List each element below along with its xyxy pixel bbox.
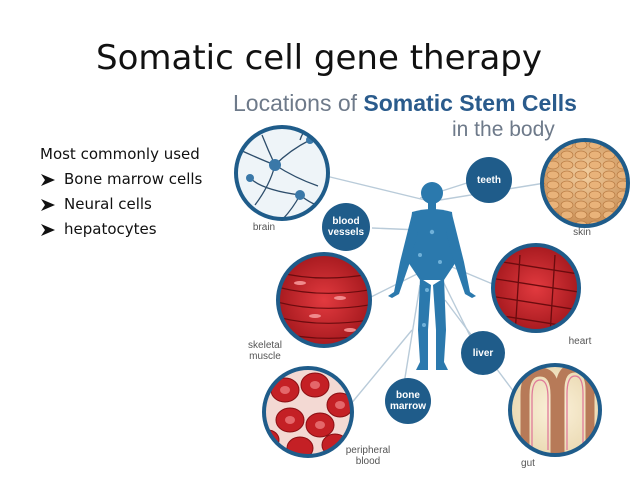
heart-muscle-image — [491, 243, 581, 333]
label-skin: skin — [573, 227, 591, 238]
liver-circle — [461, 331, 505, 375]
figure-title-bold: Somatic Stem Cells — [363, 90, 577, 116]
label-blood-vessels-line1: blood — [332, 216, 360, 227]
bullet-text: hepatocytes — [64, 220, 157, 238]
arrow-bullet-icon — [41, 198, 55, 211]
intro-text: Most commonly used — [40, 145, 200, 163]
body-organ-dots — [418, 229, 442, 327]
teeth-circle — [466, 157, 512, 203]
figure-title: Locations of Somatic Stem Cells — [233, 90, 577, 117]
label-brain: brain — [252, 222, 276, 233]
brain-neuron-image — [234, 125, 330, 221]
label-heart: heart — [568, 336, 592, 347]
label-skeletal-line2: muscle — [249, 351, 281, 362]
skeletal-muscle-image — [276, 252, 372, 348]
figure-subtitle: in the body — [452, 118, 555, 141]
label-peripheral-line2: blood — [355, 456, 381, 467]
bullet-item: Neural cells — [40, 192, 202, 217]
label-peripheral-line1: peripheral — [345, 445, 391, 456]
slide-title: Somatic cell gene therapy — [95, 38, 543, 78]
label-bone-marrow-line1: bone — [396, 390, 420, 401]
skin-cells-image — [540, 138, 630, 228]
figure-title-prefix: Locations of — [233, 90, 364, 116]
bullet-item: hepatocytes — [40, 217, 202, 242]
bullet-text: Bone marrow cells — [64, 170, 203, 188]
bone-marrow-circle — [385, 378, 431, 424]
bullet-item: Bone marrow cells — [40, 167, 202, 192]
gut-villi-image — [508, 363, 602, 457]
label-skeletal-line1: skeletal — [248, 340, 282, 351]
label-liver: liver — [472, 348, 494, 359]
label-teeth: teeth — [477, 175, 501, 186]
label-bone-marrow-line2: marrow — [389, 401, 427, 412]
bullet-text: Neural cells — [64, 195, 152, 213]
human-body-figure — [388, 182, 476, 370]
arrow-bullet-icon — [41, 173, 55, 186]
label-gut: gut — [521, 458, 535, 469]
arrow-bullet-icon — [41, 223, 55, 236]
label-blood-vessels-line2: vessels — [327, 227, 365, 238]
blood-vessels-circle — [322, 203, 370, 251]
peripheral-blood-image — [262, 366, 354, 458]
bullet-list: Most commonly used Bone marrow cells Neu… — [40, 142, 202, 242]
